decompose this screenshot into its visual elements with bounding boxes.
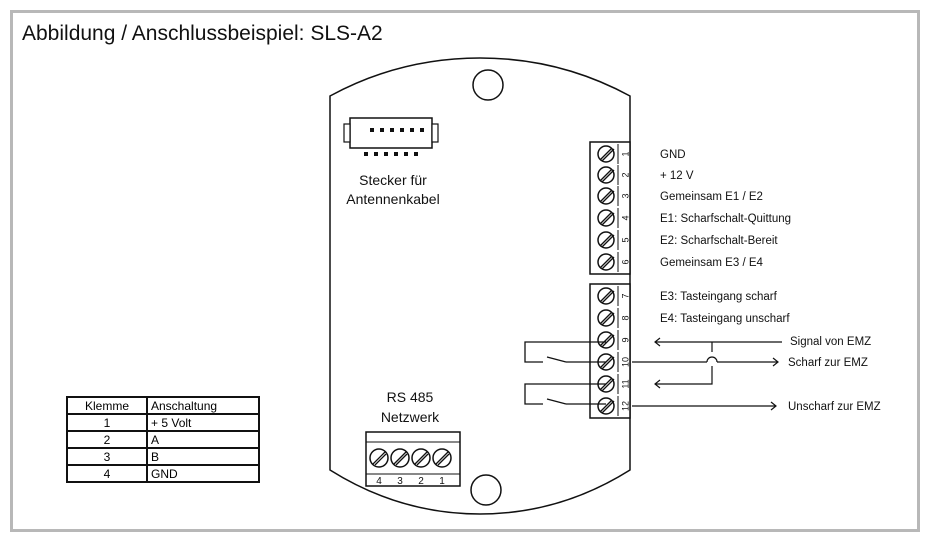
rs485-terminal-number: 1 [439,476,445,487]
rs485-terminal-number: 4 [376,476,382,487]
terminal-number: 4 [620,215,630,220]
terminal-number: 12 [620,401,630,411]
scharf-zur-emz-label: Scharf zur EMZ [788,357,868,369]
rs485-label-line2: Netzwerk [381,409,440,425]
terminal-9: 9 [597,330,630,350]
table-cell-anschaltung: + 5 Volt [146,413,260,432]
connector-label-line2: Antennenkabel [346,191,439,207]
terminal-block-upper [589,141,631,275]
connector-label-line1: Stecker für [359,172,427,188]
table-header-row: Klemme Anschaltung [66,396,260,415]
terminal-6: 6 Gemeinsam E3 / E4 [597,252,764,272]
terminal-8: 8 E4: Tasteingang unscharf [597,308,790,328]
terminal-number: 9 [620,337,630,342]
table-row: 1 + 5 Volt [66,413,260,432]
circuit-board-outline [329,57,631,515]
table-cell-anschaltung: GND [146,464,260,483]
rs485-terminal-number: 3 [397,476,403,487]
terminal-label: + 12 V [660,170,694,182]
rs485-terminal-2: 2 [411,448,431,487]
table-cell-klemme: 4 [66,464,148,483]
table-row: 3 B [66,447,260,466]
terminal-7: 7 E3: Tasteingang scharf [597,286,778,306]
terminal-12: 12 [597,396,630,416]
terminal-label: E2: Scharfschalt-Bereit [660,235,778,247]
signal-lines [632,337,782,411]
table-row: 4 GND [66,464,260,483]
terminal-4: 4 E1: Scharfschalt-Quittung [597,208,791,228]
terminal-label: GND [660,149,686,161]
rs485-terminal-4: 4 [369,448,389,487]
terminal-10: 10 [597,352,630,372]
table-cell-anschaltung: B [146,447,260,466]
rs485-terminal-3: 3 [390,448,410,487]
terminal-number: 8 [620,315,630,320]
rs485-terminal-number: 2 [418,476,424,487]
table-row: 2 A [66,430,260,449]
terminal-number: 3 [620,193,630,198]
switch-contact-lower [524,383,606,405]
terminal-number: 7 [620,293,630,298]
unscharf-zur-emz-label: Unscharf zur EMZ [788,401,881,413]
table-cell-klemme: 2 [66,430,148,449]
rs485-pin-table: Klemme Anschaltung 1 + 5 Volt 2 A 3 B 4 … [66,396,260,483]
terminal-2: 2 + 12 V [597,165,694,185]
mounting-hole-bottom [470,474,502,506]
terminal-label: E4: Tasteingang unscharf [660,313,790,325]
rs485-label-line1: RS 485 [387,389,434,405]
terminal-label: Gemeinsam E3 / E4 [660,257,764,269]
mounting-hole-top [472,69,504,101]
antenna-connector-icon [343,117,439,156]
terminal-number: 11 [620,379,630,388]
terminal-3: 3 Gemeinsam E1 / E2 [597,186,763,206]
switch-contact-upper [524,341,606,363]
table-header-klemme: Klemme [66,396,148,415]
terminal-label: E3: Tasteingang scharf [660,291,778,303]
terminal-number: 1 [620,151,630,156]
terminal-label: Gemeinsam E1 / E2 [660,191,763,203]
figure-title: Abbildung / Anschlussbeispiel: SLS-A2 [22,22,383,45]
signal-von-emz-label: Signal von EMZ [790,336,871,348]
table-header-anschaltung: Anschaltung [146,396,260,415]
terminal-number: 6 [620,259,630,264]
terminal-label: E1: Scharfschalt-Quittung [660,213,791,225]
terminal-5: 5 E2: Scharfschalt-Bereit [597,230,778,250]
terminal-1: 1 GND [597,144,686,164]
table-cell-anschaltung: A [146,430,260,449]
table-cell-klemme: 3 [66,447,148,466]
terminal-number: 5 [620,237,630,242]
terminal-number: 10 [620,357,630,367]
terminal-block-lower [589,283,631,419]
rs485-terminal-1: 1 [432,448,452,487]
terminal-number: 2 [620,172,630,177]
table-cell-klemme: 1 [66,413,148,432]
